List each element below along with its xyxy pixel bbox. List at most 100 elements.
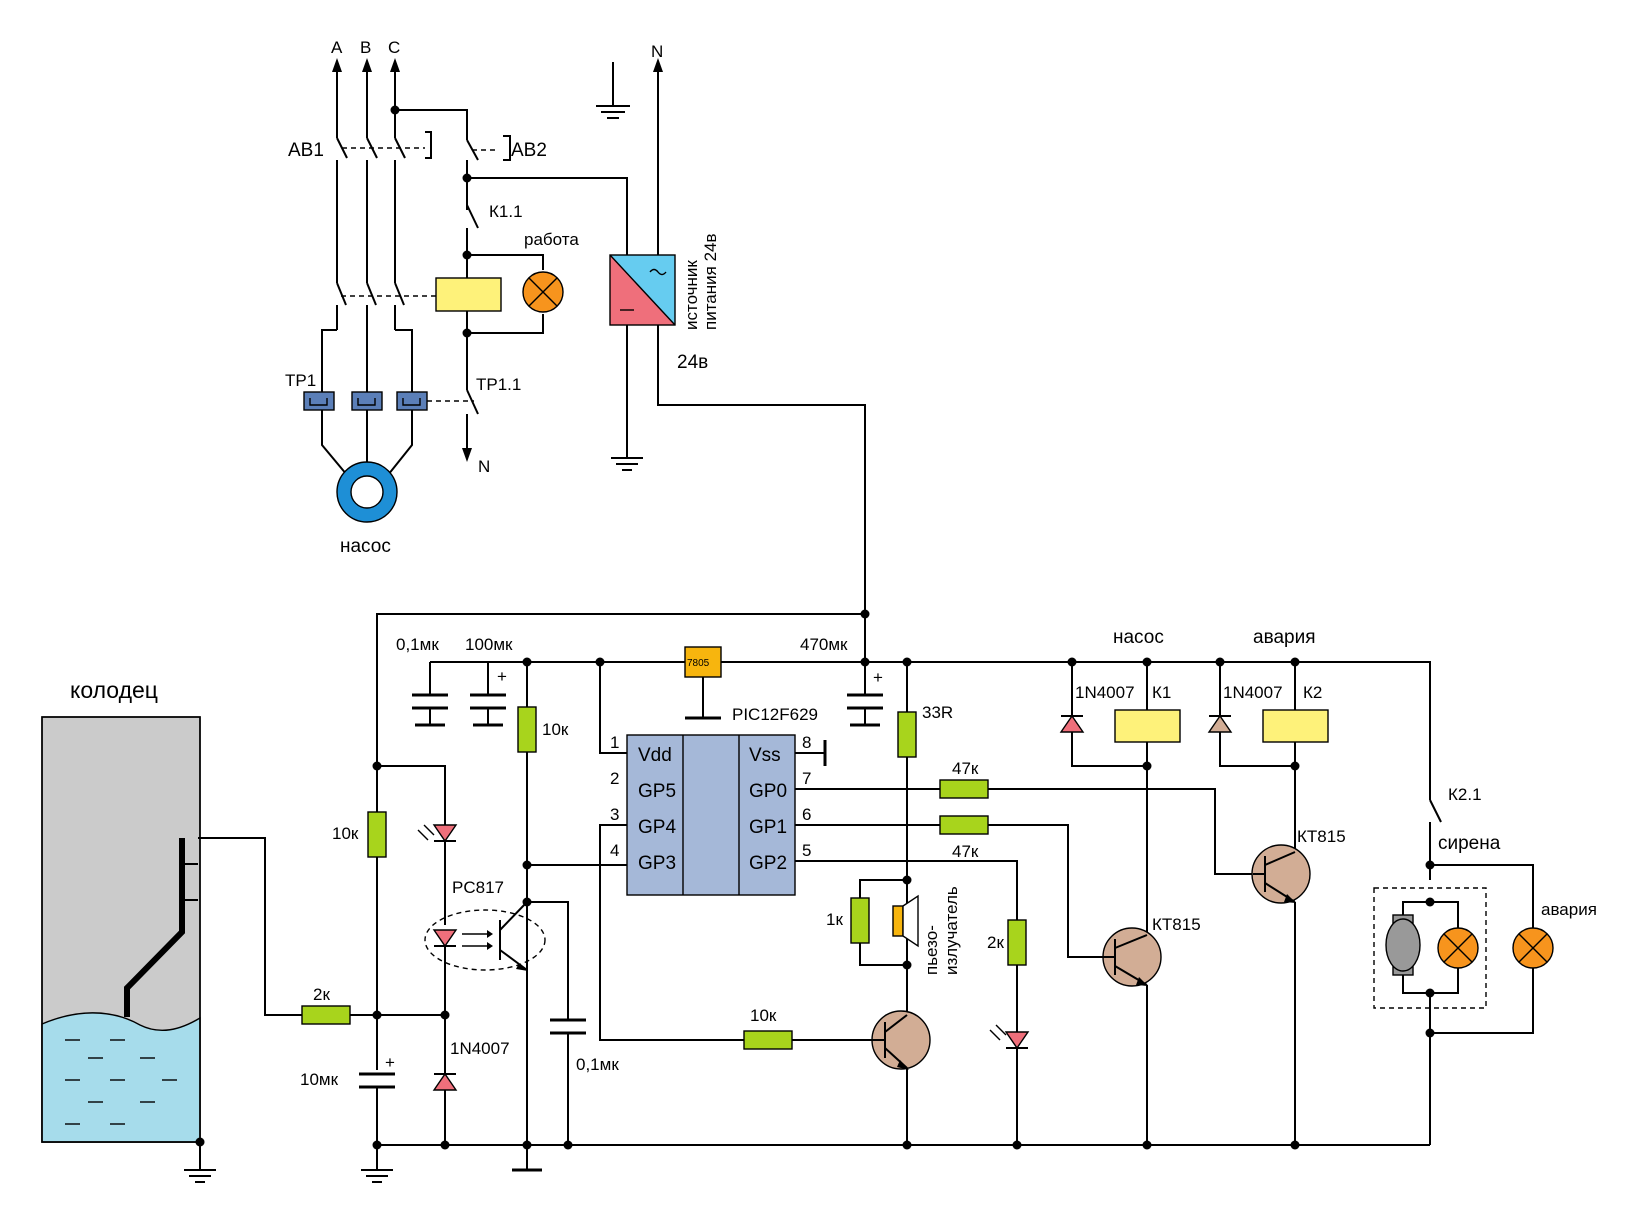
- contact-k11: [466, 204, 479, 229]
- piezo-label-line1: пьезо-: [922, 925, 941, 975]
- neutral-top-arrow-icon: [653, 58, 663, 72]
- well: [41, 716, 201, 1143]
- pin-num-5: 5: [802, 841, 811, 860]
- resistor-1k-label: 1к: [826, 910, 843, 929]
- well-label: колодец: [70, 677, 158, 703]
- cap3-label: 470мк: [800, 635, 848, 654]
- pump-motor-label: насос: [340, 536, 391, 557]
- relay-k2-label: К2: [1303, 683, 1322, 702]
- thermal-relay-tr1: [303, 391, 474, 411]
- led-status-icon: [989, 1024, 1030, 1050]
- pin-gp0: GP0: [749, 781, 787, 802]
- svg-text:+: +: [497, 667, 507, 686]
- relay-k1-coil: [1114, 709, 1181, 743]
- optocoupler-label: PC817: [452, 878, 504, 897]
- resistor-10k-input: [367, 811, 387, 858]
- neutral-arrow-icon: [462, 448, 472, 462]
- pin-gp4: GP4: [638, 817, 676, 838]
- phase-b-label: B: [360, 38, 371, 57]
- breaker-ab2: [466, 135, 511, 161]
- resistor-47k-gp0-label: 47к: [952, 759, 979, 778]
- ground-psu-icon: [611, 457, 643, 471]
- ground-input-icon: [361, 1169, 393, 1183]
- pin-vdd: Vdd: [638, 745, 672, 766]
- contact-k21: [1429, 799, 1442, 823]
- piezo-label-line2: излучатель: [942, 886, 961, 975]
- lamp-alarm-icon: [1512, 927, 1554, 969]
- siren-label: сирена: [1438, 833, 1501, 854]
- breaker-ab1: [330, 131, 432, 160]
- resistor-1k: [850, 897, 870, 944]
- piezo-buzzer-icon: [892, 894, 919, 948]
- svg-text:+: +: [385, 1053, 395, 1072]
- thermal-relay-label: ТР1: [285, 371, 316, 390]
- diode-k1-icon: [1059, 714, 1085, 733]
- transistor-pump-label: КТ815: [1152, 915, 1201, 934]
- cap2-label: 100мк: [465, 635, 513, 654]
- psu-out-label: 24в: [677, 352, 708, 373]
- resistor-10k-input-label: 10к: [332, 824, 359, 843]
- svg-text:+: +: [873, 668, 883, 687]
- contactor-k1-coil: [435, 277, 502, 312]
- relay-k1-label: К1: [1152, 683, 1171, 702]
- siren-motor-icon: [1385, 914, 1421, 976]
- pin-num-4: 4: [610, 841, 619, 860]
- power-supply-24v: [609, 254, 676, 326]
- pin-num-8: 8: [802, 733, 811, 752]
- pin-gp2: GP2: [749, 853, 787, 874]
- pump-motor-icon: [336, 461, 398, 523]
- resistor-47k-gp1: [939, 815, 989, 835]
- lamp-alarm-label: авария: [1541, 900, 1597, 919]
- resistor-10k-pullup: [517, 706, 537, 753]
- neutral-bottom-label: N: [478, 457, 490, 476]
- diode-k2-label: 1N4007: [1223, 683, 1283, 702]
- resistor-2k-input: [301, 1005, 351, 1025]
- pin-num-2: 2: [610, 769, 619, 788]
- pin-vss: Vss: [749, 745, 781, 766]
- cap5-label: 0,1мк: [576, 1055, 619, 1074]
- transistor-alarm-label: КТ815: [1297, 827, 1346, 846]
- lamp-work-icon: [522, 271, 564, 313]
- cap1-label: 0,1мк: [396, 635, 439, 654]
- resistor-10k-base-label: 10к: [750, 1006, 777, 1025]
- pin-gp1: GP1: [749, 817, 787, 838]
- contact-k21-label: К2.1: [1448, 785, 1482, 804]
- diode-k2-icon: [1207, 714, 1233, 733]
- mcu-pic12f629: [626, 734, 796, 896]
- resistor-47k-gp1-label: 47к: [952, 842, 979, 861]
- resistor-33r-label: 33R: [922, 703, 953, 722]
- contactor-main-contacts: [336, 282, 436, 306]
- phase-c-label: C: [388, 38, 400, 57]
- phase-a-arrow-icon: [332, 58, 342, 72]
- breaker-ab1-label: АВ1: [288, 140, 324, 161]
- regulator-7805: [684, 646, 722, 678]
- mcu-label: PIC12F629: [732, 705, 818, 724]
- transistor-kt815-pump: [1102, 927, 1162, 987]
- phase-b-arrow-icon: [362, 58, 372, 72]
- phase-c-arrow-icon: [390, 58, 400, 72]
- pump-relay-title: насос: [1113, 627, 1164, 648]
- resistor-47k-gp0: [939, 779, 989, 799]
- contact-k11-label: К1.1: [489, 202, 523, 221]
- psu-label-line2: питания 24в: [701, 233, 720, 330]
- lamp-work-label: работа: [524, 230, 579, 249]
- pin-num-6: 6: [802, 805, 811, 824]
- ground-top-icon: [596, 62, 630, 119]
- resistor-2k-led-label: 2к: [987, 933, 1004, 952]
- resistor-10k-pullup-label: 10к: [542, 720, 569, 739]
- contact-tp11-label: ТР1.1: [476, 375, 521, 394]
- breaker-ab2-label: АВ2: [511, 140, 547, 161]
- diode-input-label: 1N4007: [450, 1039, 510, 1058]
- optocoupler-pc817: [424, 909, 546, 971]
- resistor-10k-base: [743, 1030, 793, 1050]
- pin-num-1: 1: [610, 733, 619, 752]
- led-opto-indicator-icon: [417, 824, 458, 843]
- phase-a-label: A: [331, 38, 343, 57]
- ground-well-icon: [184, 1169, 216, 1183]
- relay-k2-coil: [1262, 709, 1329, 743]
- control-board: 0,1мк + 100мк 10к 7805 + 470мк: [300, 609, 1597, 1183]
- contact-tp11: [466, 389, 479, 415]
- psu-label-line1: источник: [682, 260, 701, 330]
- cap4-label: 10мк: [300, 1070, 339, 1089]
- pin-num-7: 7: [802, 769, 811, 788]
